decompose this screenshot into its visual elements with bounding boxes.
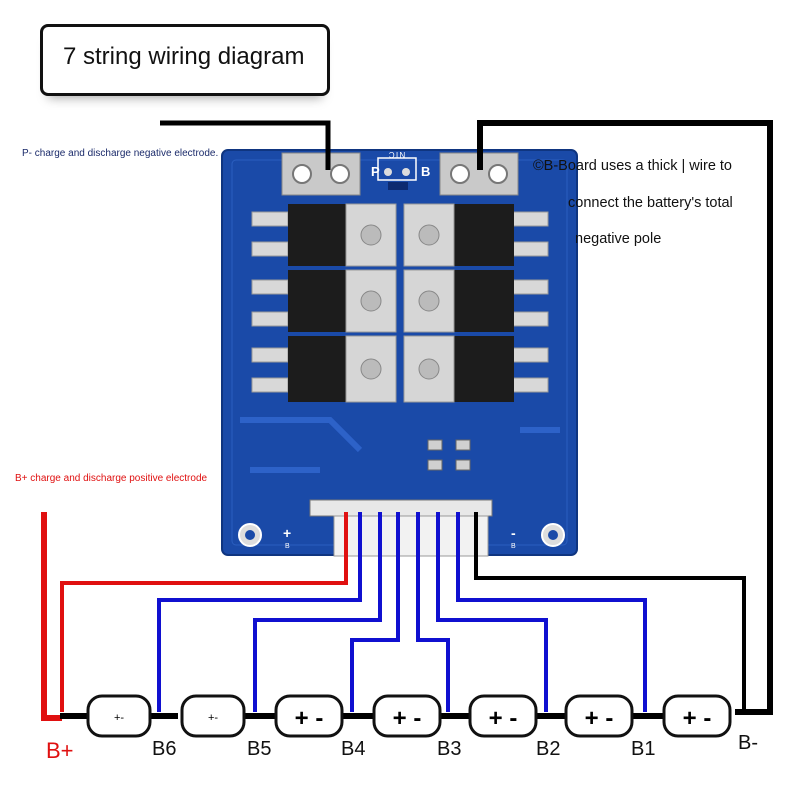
battery-cell: +- bbox=[86, 694, 152, 738]
cell-symbol: +- bbox=[208, 712, 218, 724]
battery-cell: + - bbox=[662, 694, 732, 738]
cell-symbol: + - bbox=[585, 705, 614, 732]
wire-p-minus bbox=[160, 120, 331, 170]
b-plus-note: B+ charge and discharge positive electro… bbox=[15, 473, 208, 484]
tap-label-b-minus: B- bbox=[738, 732, 758, 754]
battery-cell: + - bbox=[468, 694, 538, 738]
title-box: 7 string wiring diagram bbox=[40, 24, 330, 96]
board-b-small-right: B bbox=[511, 543, 516, 550]
wire-b1 bbox=[456, 512, 647, 712]
battery-cell: +- bbox=[180, 694, 246, 738]
tap-label-b-plus: B+ bbox=[46, 738, 74, 763]
tap-label-b1: B1 bbox=[631, 738, 656, 760]
battery-cell: + - bbox=[564, 694, 634, 738]
wire-b4 bbox=[350, 512, 400, 712]
bms-board: NTC P B bbox=[221, 149, 578, 557]
p-minus-pad bbox=[281, 152, 361, 196]
battery-cells: +- +- + - + - + - + - + - bbox=[86, 694, 732, 738]
cell-symbol: + - bbox=[489, 705, 518, 732]
tap-label-b5: B5 bbox=[247, 738, 272, 760]
wire-b-minus-tap bbox=[474, 512, 746, 712]
wire-b-plus-main bbox=[41, 512, 62, 721]
balance-connector bbox=[309, 499, 493, 557]
board-plus-label: + bbox=[283, 525, 291, 541]
board-note-line-3: negative pole bbox=[575, 231, 662, 247]
board-b-small-left: B bbox=[285, 543, 290, 550]
mounting-holes bbox=[238, 523, 565, 547]
tap-label-b3: B3 bbox=[437, 738, 462, 760]
diagram-title: 7 string wiring diagram bbox=[63, 43, 305, 70]
board-minus-label: - bbox=[511, 525, 516, 541]
tap-label-b6: B6 bbox=[152, 738, 177, 760]
ntc-label: NTC bbox=[389, 150, 406, 159]
wire-b-plus-tap bbox=[60, 512, 348, 712]
cell-symbol: + - bbox=[393, 705, 422, 732]
board-note-line-2: connect the battery's total bbox=[568, 195, 733, 211]
side-pads bbox=[251, 211, 549, 393]
p-minus-label: P- charge and discharge negative electro… bbox=[22, 148, 219, 159]
battery-cell: + - bbox=[274, 694, 344, 738]
wire-b-minus-main bbox=[477, 120, 773, 715]
small-components bbox=[427, 439, 471, 471]
tap-label-b2: B2 bbox=[536, 738, 561, 760]
wire-b6 bbox=[157, 512, 362, 712]
tap-label-b4: B4 bbox=[341, 738, 366, 760]
wire-b5 bbox=[253, 512, 382, 712]
cell-symbol: +- bbox=[114, 712, 124, 724]
board-note-line-1: ©B-Board uses a thick | wire to bbox=[533, 158, 732, 174]
wire-b2 bbox=[436, 512, 548, 712]
board-p-label: P bbox=[371, 164, 380, 179]
board-b-label: B bbox=[421, 164, 430, 179]
wire-b3 bbox=[416, 512, 450, 712]
battery-cell: + - bbox=[372, 694, 442, 738]
balance-wires bbox=[41, 120, 773, 721]
ntc-connector: NTC bbox=[377, 150, 417, 190]
cell-symbol: + - bbox=[295, 705, 324, 732]
cell-symbol: + - bbox=[683, 705, 712, 732]
mosfets bbox=[288, 203, 514, 403]
